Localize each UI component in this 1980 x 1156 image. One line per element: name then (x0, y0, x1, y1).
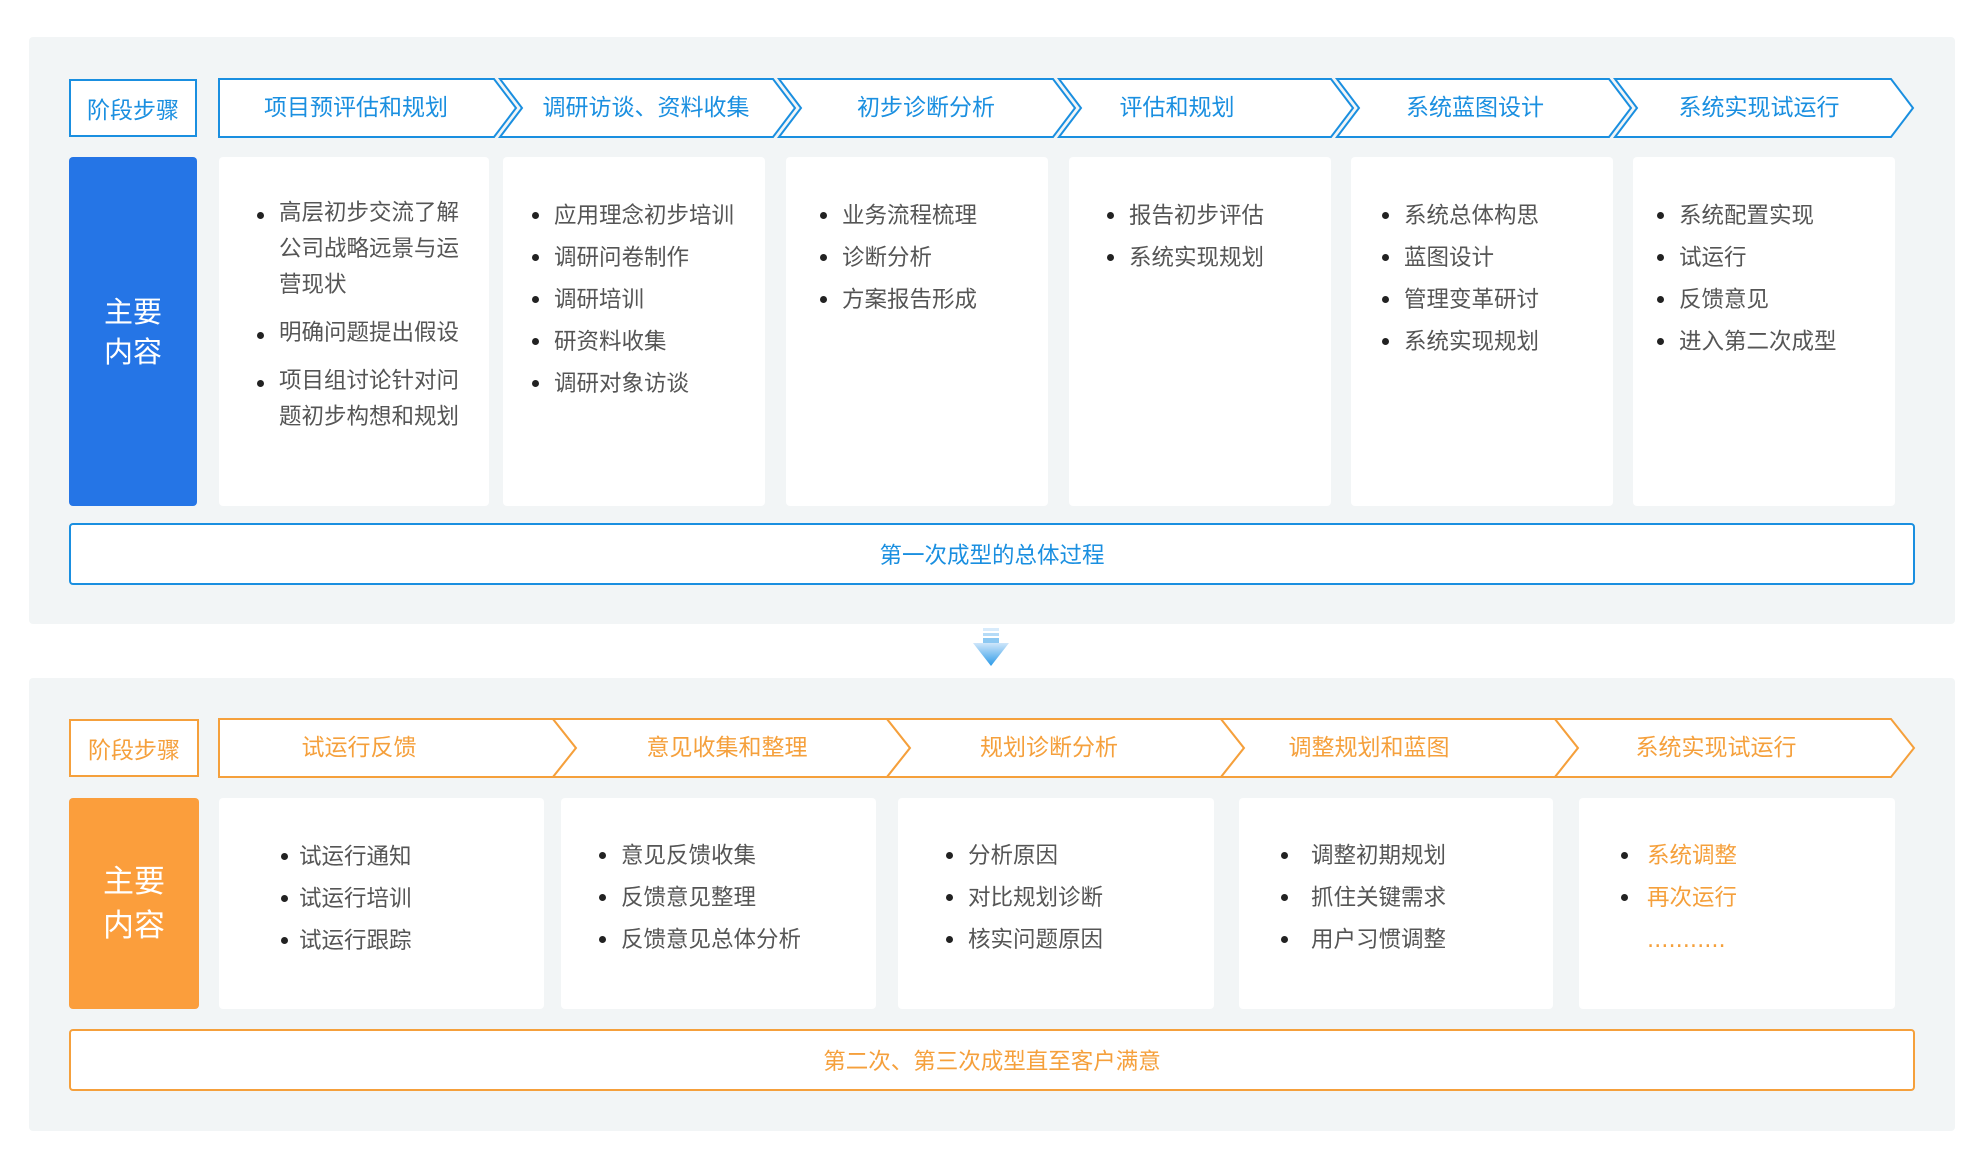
content-card-6: 系统配置实现 试运行 反馈意见 进入第二次成型 (1633, 157, 1895, 506)
main-content-label: 主要 内容 (69, 798, 199, 1009)
content-card-2: 意见反馈收集 反馈意见整理 反馈意见总体分析 (561, 798, 876, 1009)
list-item: 项目组讨论针对问题初步构想和规划 (257, 363, 475, 435)
stage-steps-row: 项目预评估和规划 调研访谈、资料收集 初步诊断分析 评估和规划 系统蓝图设计 系… (218, 78, 1915, 138)
content-list: 报告初步评估 系统实现规划 (1106, 195, 1264, 279)
list-item: 试运行通知 (281, 836, 412, 878)
list-item: 明确问题提出假设 (257, 315, 475, 351)
list-item: 分析原因 (945, 835, 1103, 877)
first-prototype-panel: 阶段步骤 项目预评估和规划 调研访谈、资料收集 初步诊断分析 评估和规划 系统蓝… (29, 37, 1955, 624)
list-item: 试运行 (1657, 237, 1837, 279)
step-label: 试运行反馈 (302, 735, 417, 761)
list-item: 管理变革研讨 (1381, 279, 1539, 321)
list-item: 调整初期规划 (1280, 835, 1446, 877)
content-list: 应用理念初步培训 调研问卷制作 调研培训 研资料收集 调研对象访谈 (531, 195, 734, 405)
list-item: 诊断分析 (819, 237, 977, 279)
content-card-1: 高层初步交流了解公司战略远景与运营现状 明确问题提出假设 项目组讨论针对问题初步… (219, 157, 489, 506)
step-4: 调整规划和蓝图 (1218, 718, 1580, 778)
list-item: 蓝图设计 (1381, 237, 1539, 279)
step-label: 意见收集和整理 (647, 735, 808, 761)
content-list: 系统调整 再次运行 ........... (1620, 835, 1737, 961)
step-label: 初步诊断分析 (857, 95, 995, 121)
content-list: 意见反馈收集 反馈意见整理 反馈意见总体分析 (598, 835, 801, 961)
step-1: 项目预评估和规划 (218, 78, 518, 138)
step-label: 系统实现试运行 (1636, 735, 1797, 761)
list-item: 调研对象访谈 (531, 363, 734, 405)
list-item: 核实问题原因 (945, 919, 1103, 961)
step-label: 系统蓝图设计 (1406, 95, 1544, 121)
step-label: 调研访谈、资料收集 (543, 95, 750, 121)
list-item: 方案报告形成 (819, 279, 977, 321)
step-label: 调整规划和蓝图 (1289, 735, 1450, 761)
list-item: 系统配置实现 (1657, 195, 1837, 237)
step-5: 系统蓝图设计 (1334, 78, 1633, 138)
process-summary-bar: 第二次、第三次成型直至客户满意 (69, 1029, 1915, 1091)
stage-label: 阶段步骤 (69, 79, 197, 137)
main-label-line2: 内容 (103, 334, 162, 369)
content-list: 系统配置实现 试运行 反馈意见 进入第二次成型 (1657, 195, 1837, 363)
list-item: 调研问卷制作 (531, 237, 734, 279)
list-item: 试运行跟踪 (281, 920, 412, 962)
content-card-5: 系统总体构思 蓝图设计 管理变革研讨 系统实现规划 (1351, 157, 1613, 506)
main-label-line1: 主要 (103, 863, 165, 900)
step-2: 意见收集和整理 (550, 718, 912, 778)
list-ellipsis: ........... (1647, 927, 1726, 953)
list-item: 研资料收集 (531, 321, 734, 363)
list-item: 系统调整 (1620, 835, 1737, 877)
main-label-line1: 主要 (103, 294, 162, 329)
content-list: 系统总体构思 蓝图设计 管理变革研讨 系统实现规划 (1381, 195, 1539, 363)
step-6: 系统实现试运行 (1612, 78, 1915, 138)
list-item: 反馈意见 (1657, 279, 1837, 321)
list-item: 再次运行 (1620, 877, 1737, 919)
list-item: 进入第二次成型 (1657, 321, 1837, 363)
list-item: 高层初步交流了解公司战略远景与运营现状 (257, 195, 475, 303)
step-label: 评估和规划 (1120, 95, 1235, 121)
list-item: 抓住关键需求 (1280, 877, 1446, 919)
content-card-1: 试运行通知 试运行培训 试运行跟踪 (219, 798, 544, 1009)
list-item: 对比规划诊断 (945, 877, 1103, 919)
list-item: 调研培训 (531, 279, 734, 321)
step-3: 初步诊断分析 (776, 78, 1077, 138)
stage-label: 阶段步骤 (69, 719, 199, 777)
list-item: 应用理念初步培训 (531, 195, 734, 237)
down-arrow-icon (973, 628, 1009, 666)
content-list: 试运行通知 试运行培训 试运行跟踪 (281, 836, 412, 962)
content-list: 调整初期规划 抓住关键需求 用户习惯调整 (1280, 835, 1446, 961)
step-4: 评估和规划 (1056, 78, 1355, 138)
subsequent-prototype-panel: 阶段步骤 试运行反馈 意见收集和整理 规划诊断分析 调整规划和蓝图 系统实现试运… (29, 678, 1955, 1131)
step-label: 规划诊断分析 (980, 735, 1118, 761)
step-1: 试运行反馈 (218, 718, 578, 778)
main-content-label: 主要 内容 (69, 157, 197, 506)
content-card-5: 系统调整 再次运行 ........... (1579, 798, 1895, 1009)
main-label-line2: 内容 (103, 907, 165, 944)
list-item: 系统实现规划 (1106, 237, 1264, 279)
content-card-4: 报告初步评估 系统实现规划 (1069, 157, 1331, 506)
list-item: 用户习惯调整 (1280, 919, 1446, 961)
content-card-3: 分析原因 对比规划诊断 核实问题原因 (898, 798, 1214, 1009)
list-item: 试运行培训 (281, 878, 412, 920)
step-3: 规划诊断分析 (884, 718, 1246, 778)
content-card-4: 调整初期规划 抓住关键需求 用户习惯调整 (1239, 798, 1553, 1009)
content-card-3: 业务流程梳理 诊断分析 方案报告形成 (786, 157, 1048, 506)
list-item: 反馈意见总体分析 (598, 919, 801, 961)
step-label: 项目预评估和规划 (264, 95, 448, 121)
step-2: 调研访谈、资料收集 (497, 78, 797, 138)
process-summary-bar: 第一次成型的总体过程 (69, 523, 1915, 585)
step-label: 系统实现试运行 (1679, 95, 1840, 121)
list-item: 系统总体构思 (1381, 195, 1539, 237)
list-item: 系统实现规划 (1381, 321, 1539, 363)
content-list: 高层初步交流了解公司战略远景与运营现状 明确问题提出假设 项目组讨论针对问题初步… (257, 195, 475, 435)
list-item: 业务流程梳理 (819, 195, 977, 237)
content-list: 业务流程梳理 诊断分析 方案报告形成 (819, 195, 977, 321)
stage-steps-row: 试运行反馈 意见收集和整理 规划诊断分析 调整规划和蓝图 系统实现试运行 (218, 718, 1916, 778)
content-list: 分析原因 对比规划诊断 核实问题原因 (945, 835, 1103, 961)
list-item: 反馈意见整理 (598, 877, 801, 919)
list-item: 报告初步评估 (1106, 195, 1264, 237)
list-item: 意见反馈收集 (598, 835, 801, 877)
content-card-2: 应用理念初步培训 调研问卷制作 调研培训 研资料收集 调研对象访谈 (503, 157, 765, 506)
step-5: 系统实现试运行 (1552, 718, 1916, 778)
